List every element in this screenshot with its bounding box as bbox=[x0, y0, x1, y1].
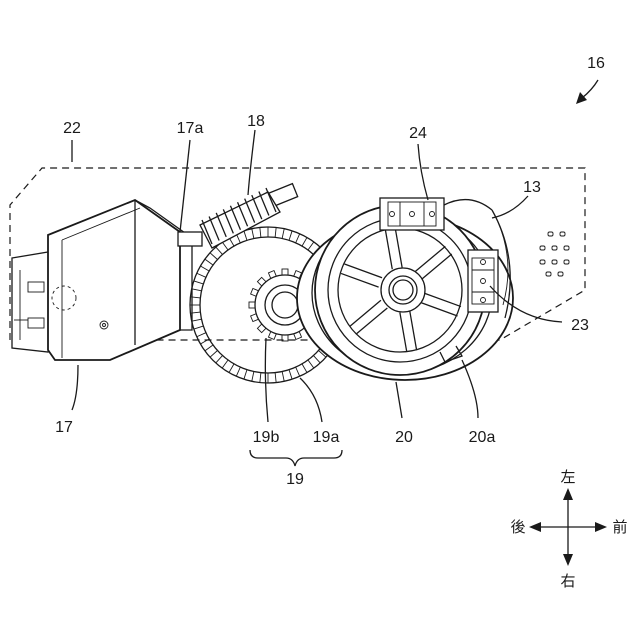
label-19: 19 bbox=[286, 471, 304, 488]
direction-left-label: 後 bbox=[510, 518, 525, 536]
label-18: 18 bbox=[247, 113, 265, 130]
label-20a: 20a bbox=[469, 429, 496, 446]
label-23: 23 bbox=[571, 317, 589, 334]
worm-gear-18 bbox=[200, 188, 280, 248]
label-13: 13 bbox=[523, 179, 541, 196]
sensor-24 bbox=[380, 198, 492, 230]
vent-holes bbox=[540, 232, 569, 276]
label-19a: 19a bbox=[313, 429, 340, 446]
label-24: 24 bbox=[409, 125, 427, 142]
bracket-19 bbox=[250, 450, 342, 466]
label-17a: 17a bbox=[177, 120, 204, 137]
direction-up-label: 左 bbox=[560, 468, 575, 486]
arrow-16 bbox=[576, 80, 598, 104]
direction-compass bbox=[529, 488, 607, 566]
label-22: 22 bbox=[63, 120, 81, 137]
label-19b: 19b bbox=[253, 429, 280, 446]
direction-down-label: 右 bbox=[560, 572, 575, 590]
label-16: 16 bbox=[587, 55, 605, 72]
sensor-23 bbox=[468, 250, 498, 312]
label-20: 20 bbox=[395, 429, 413, 446]
label-17: 17 bbox=[55, 419, 73, 436]
direction-right-label: 前 bbox=[612, 518, 627, 536]
